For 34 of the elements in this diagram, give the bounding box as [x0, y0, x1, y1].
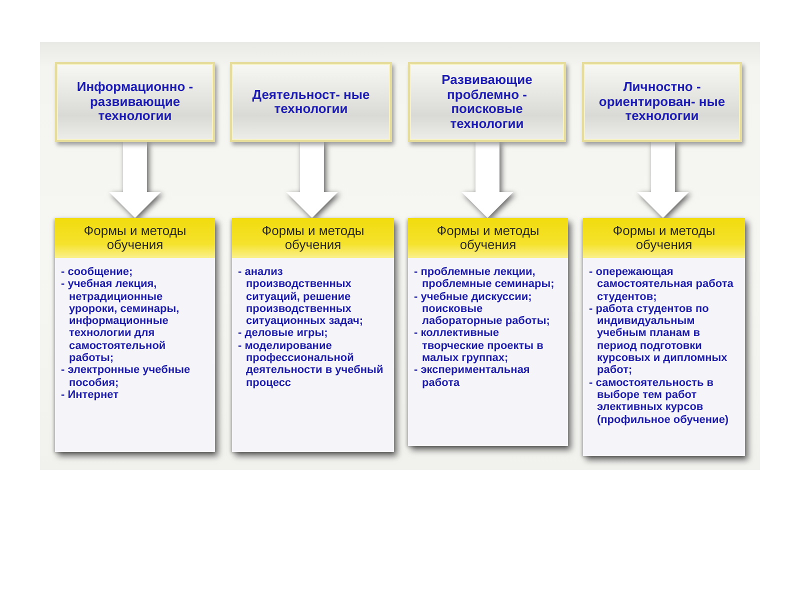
- method-item: - учебная лекция, нетрадиционные уророки, семинары, информационные технологии для самостоятельной работы;: [61, 278, 180, 364]
- methods-card: [55, 218, 215, 452]
- method-item: - работа студентов по индивидуальным учебным планам в период подготовки курсовых и дипломных работ;: [589, 302, 728, 377]
- technology-title: Развивающие проблемно - поисковые технологии: [440, 73, 534, 131]
- technology-box: [582, 62, 742, 142]
- method-item: - учебные дискуссии; поисковые лабораторные работы;: [414, 290, 551, 328]
- block-arrow: [637, 142, 689, 218]
- block-arrow: [462, 142, 514, 218]
- block-arrow: [109, 142, 161, 218]
- method-item: - сообщение;: [61, 266, 134, 278]
- technology-box: [230, 62, 392, 142]
- method-item: - моделирование профессиональной деятельности в учебный процесс: [238, 340, 384, 389]
- methods-card: [408, 218, 568, 446]
- methods-card: [583, 218, 745, 456]
- method-item: - Интернет: [61, 388, 120, 402]
- methods-card: [232, 218, 394, 452]
- card-heading: Формы и методы обучения: [55, 218, 215, 258]
- method-item: - опережающая самостоятельная работа студентов;: [589, 266, 734, 303]
- card-heading: Формы и методы обучения: [583, 218, 745, 258]
- technology-box: [55, 62, 215, 142]
- method-item: - экспериментальная работа: [414, 364, 531, 389]
- technology-title: Деятельност- ные технологии: [251, 88, 371, 116]
- card-heading: Формы и методы обучения: [408, 218, 568, 258]
- block-arrow: [286, 142, 338, 218]
- technology-box: [408, 62, 566, 142]
- method-item: - электронные учебные пособия;: [61, 364, 192, 389]
- method-item: - коллективные творческие проекты в малых группах;: [414, 327, 544, 364]
- method-item: - проблемные лекции, проблемные семинары;: [414, 266, 556, 291]
- method-item: - деловые игры;: [238, 327, 329, 340]
- technology-title: Личностно - ориентирован- ные технологии: [598, 80, 726, 124]
- card-heading: Формы и методы обучения: [232, 218, 394, 258]
- method-item: - самостоятельность в выборе тем работ элективных курсов (профильное обучение): [589, 376, 730, 426]
- method-item: - анализ производственных ситуаций, решение производственных ситуационных задач;: [238, 266, 364, 328]
- technology-title: Информационно - развивающие технологии: [76, 80, 194, 124]
